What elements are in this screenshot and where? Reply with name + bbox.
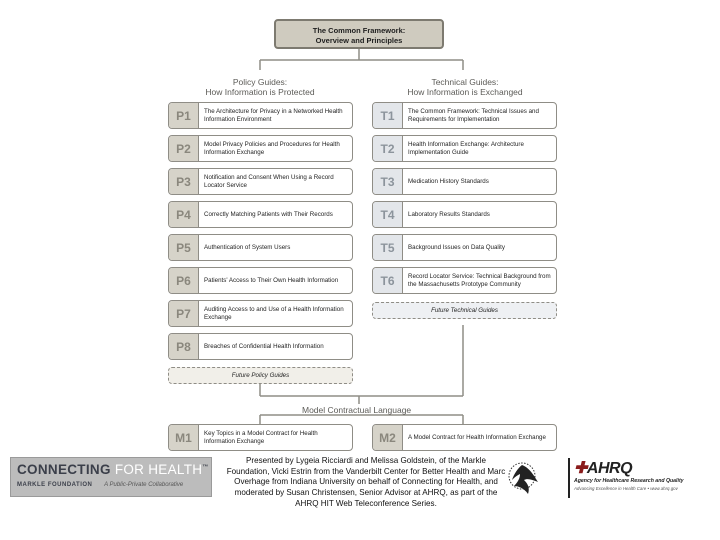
overview-subtitle: Overview and Principles	[315, 36, 403, 45]
guide-code: P2	[169, 136, 199, 161]
guide-code: M2	[373, 425, 403, 450]
policy-guide-p7[interactable]: P7 Auditing Access to and Use of a Healt…	[168, 300, 353, 327]
technical-guide-t4[interactable]: T4 Laboratory Results Standards	[372, 201, 557, 228]
ahrq-mark: ✚AHRQ	[574, 460, 633, 477]
logo-name: CONNECTING FOR HEALTH™	[17, 462, 209, 477]
technical-guide-t5[interactable]: T5 Background Issues on Data Quality	[372, 234, 557, 261]
technical-guide-t6[interactable]: T6 Record Locator Service: Technical Bac…	[372, 267, 557, 294]
model-contract-m1[interactable]: M1 Key Topics in a Model Contract for He…	[168, 424, 353, 451]
guide-code: P1	[169, 103, 199, 128]
guide-title: Key Topics in a Model Contract for Healt…	[204, 429, 318, 445]
guide-code: P5	[169, 235, 199, 260]
guide-code: T3	[373, 169, 403, 194]
policy-guide-p5[interactable]: P5 Authentication of System Users	[168, 234, 353, 261]
policy-guide-p2[interactable]: P2 Model Privacy Policies and Procedures…	[168, 135, 353, 162]
policy-guide-p3[interactable]: P3 Notification and Consent When Using a…	[168, 168, 353, 195]
guide-title: Model Privacy Policies and Procedures fo…	[204, 140, 340, 156]
future-policy-guides: Future Policy Guides	[168, 367, 353, 384]
guide-code: T1	[373, 103, 403, 128]
guide-title: The Architecture for Privacy in a Networ…	[204, 107, 343, 123]
guide-code: P6	[169, 268, 199, 293]
guide-title: A Model Contract for Health Information …	[408, 433, 546, 441]
guide-title: Auditing Access to and Use of a Health I…	[204, 305, 344, 321]
guide-title: Record Locator Service: Technical Backgr…	[408, 272, 551, 288]
policy-guide-p4[interactable]: P4 Correctly Matching Patients with Thei…	[168, 201, 353, 228]
technical-guide-t2[interactable]: T2 Health Information Exchange: Architec…	[372, 135, 557, 162]
guide-code: P7	[169, 301, 199, 326]
technical-guide-t1[interactable]: T1 The Common Framework: Technical Issue…	[372, 102, 557, 129]
guide-title: Background Issues on Data Quality	[408, 243, 505, 251]
policy-guide-p6[interactable]: P6 Patients' Access to Their Own Health …	[168, 267, 353, 294]
guide-code: T6	[373, 268, 403, 293]
policy-guides-header: Policy Guides: How Information is Protec…	[205, 77, 315, 97]
hhs-seal-icon	[508, 462, 538, 494]
model-contract-m2[interactable]: M2 A Model Contract for Health Informati…	[372, 424, 557, 451]
guide-code: T5	[373, 235, 403, 260]
guide-title: Breaches of Confidential Health Informat…	[204, 342, 324, 350]
guide-title: The Common Framework: Technical Issues a…	[408, 107, 539, 123]
ahrq-tagline: Advancing Excellence in Health Care • ww…	[574, 485, 678, 491]
ahrq-full-name: Agency for Healthcare Research and Quali…	[574, 478, 684, 484]
overview-box: The Common Framework: Overview and Princ…	[274, 19, 444, 49]
technical-guides-header: Technical Guides: How Information is Exc…	[407, 77, 523, 97]
overview-title: The Common Framework:	[312, 26, 406, 35]
guide-title: Medication History Standards	[408, 177, 489, 185]
future-technical-guides: Future Technical Guides	[372, 302, 557, 319]
guide-title: Health Information Exchange: Architectur…	[408, 140, 524, 156]
model-contractual-language-label: Model Contractual Language	[302, 405, 412, 415]
guide-title: Authentication of System Users	[204, 243, 291, 251]
guide-title: Correctly Matching Patients with Their R…	[204, 210, 333, 218]
ahrq-logo: ✚AHRQ Agency for Healthcare Research and…	[568, 458, 714, 498]
logo-subline: MARKLE FOUNDATION A Public-Private Colla…	[17, 482, 184, 488]
policy-guide-p1[interactable]: P1 The Architecture for Privacy in a Net…	[168, 102, 353, 129]
guide-title: Laboratory Results Standards	[408, 210, 490, 218]
guide-code: P8	[169, 334, 199, 359]
presentation-caption: Presented by Lygeia Ricciardi and Meliss…	[226, 456, 506, 508]
guide-title: Notification and Consent When Using a Re…	[204, 173, 334, 189]
guide-code: T2	[373, 136, 403, 161]
guide-title: Patients' Access to Their Own Health Inf…	[204, 276, 339, 284]
guide-code: P4	[169, 202, 199, 227]
guide-code: T4	[373, 202, 403, 227]
guide-code: P3	[169, 169, 199, 194]
connecting-for-health-logo: CONNECTING FOR HEALTH™ MARKLE FOUNDATION…	[10, 457, 212, 497]
technical-guide-t3[interactable]: T3 Medication History Standards	[372, 168, 557, 195]
policy-guide-p8[interactable]: P8 Breaches of Confidential Health Infor…	[168, 333, 353, 360]
guide-code: M1	[169, 425, 199, 450]
